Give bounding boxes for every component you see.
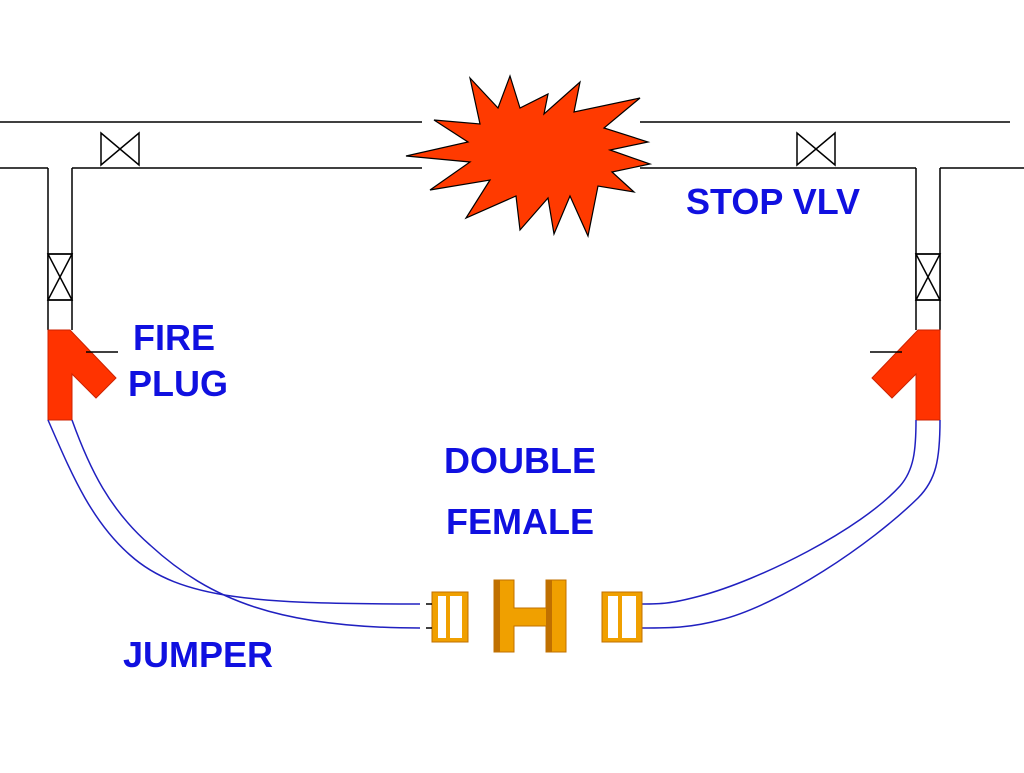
right-branch-pipe [915, 168, 941, 330]
fire-plug-right [870, 329, 941, 421]
branch-valve-left-icon [46, 253, 74, 301]
jumper-label: JUMPER [123, 634, 274, 675]
left-hose-coupling-icon [426, 591, 469, 643]
jumper-hose-left [47, 419, 421, 629]
jumper-hose-right [641, 419, 941, 629]
fire-plug-label-line1: FIRE [133, 317, 216, 358]
explosion-burst-icon [405, 74, 653, 238]
right-hose-coupling-icon [601, 591, 643, 643]
left-branch-pipe [47, 168, 73, 330]
main-pipe [0, 121, 1024, 169]
stop-valve-label: STOP VLV [686, 181, 861, 222]
double-female-label-line1: DOUBLE [444, 440, 596, 481]
branch-valve-right-icon [914, 253, 942, 301]
main-valve-right-icon [796, 131, 836, 167]
fire-plug-left [47, 329, 118, 421]
double-female-coupling-icon [493, 579, 567, 653]
double-female-label-line2: FEMALE [446, 501, 594, 542]
main-valve-left-icon [100, 131, 140, 167]
fire-plug-label-line2: PLUG [128, 363, 229, 404]
